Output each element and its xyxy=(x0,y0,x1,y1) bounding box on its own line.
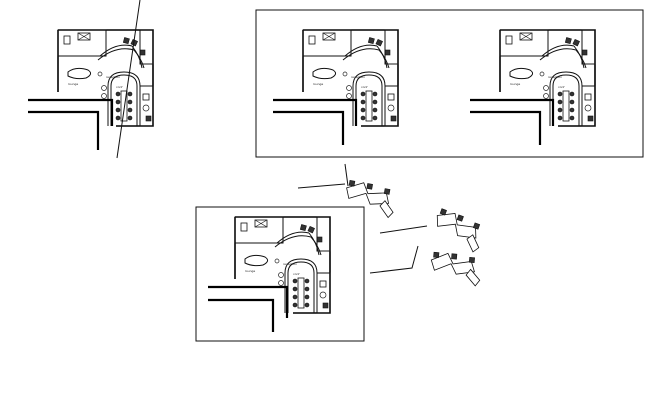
workstation-group-1 xyxy=(297,163,398,219)
workstation-group-3 xyxy=(369,245,483,287)
section-line xyxy=(116,0,141,159)
plan-frame-bottom xyxy=(195,206,365,342)
floor-plan-d xyxy=(208,216,331,332)
plan-frame-top xyxy=(255,9,644,158)
workstation-group-2 xyxy=(379,207,488,254)
floor-plan-a xyxy=(28,0,154,159)
floor-plan-b xyxy=(273,29,399,145)
floor-plan-c xyxy=(470,29,596,145)
